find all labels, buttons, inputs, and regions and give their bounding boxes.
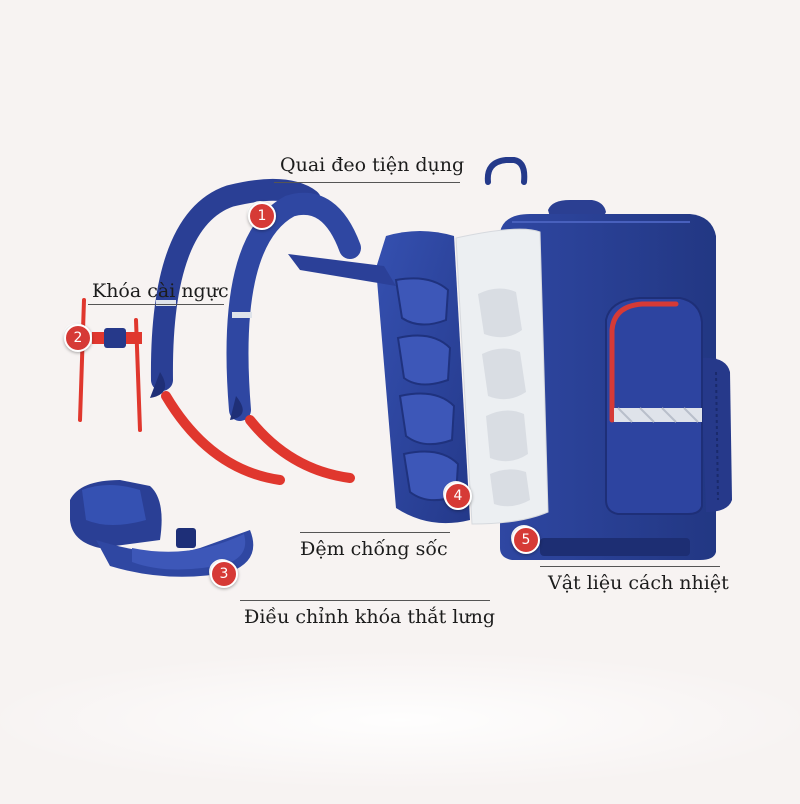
leader-line-insulation — [540, 566, 720, 567]
chest-buckle — [63, 298, 142, 432]
badge-chest-buckle: 2 — [64, 324, 92, 352]
badge-waist-belt: 3 — [210, 560, 238, 588]
label-chest-buckle: Khóa cài ngực — [92, 280, 229, 302]
floor-glow — [0, 650, 800, 790]
label-strap: Quai đeo tiện dụng — [280, 154, 465, 176]
leader-line-strap — [274, 182, 460, 183]
label-waist-belt: Điều chỉnh khóa thắt lưng — [244, 606, 495, 628]
leader-line-waist-belt — [240, 600, 490, 601]
badge-insulation: 5 — [512, 526, 540, 554]
shoulder-straps — [150, 178, 361, 485]
shock-pad — [288, 231, 470, 524]
leader-line-chest-buckle — [88, 304, 224, 305]
insulation-panel — [455, 228, 549, 525]
bag-body — [500, 200, 732, 560]
label-insulation: Vật liệu cách nhiệt — [548, 572, 729, 594]
badge-strap: 1 — [248, 202, 276, 230]
top-handle — [484, 157, 528, 185]
badge-shock-pad: 4 — [444, 482, 472, 510]
leader-line-shock-pad — [300, 532, 450, 533]
label-shock-pad: Đệm chống sốc — [300, 538, 448, 560]
